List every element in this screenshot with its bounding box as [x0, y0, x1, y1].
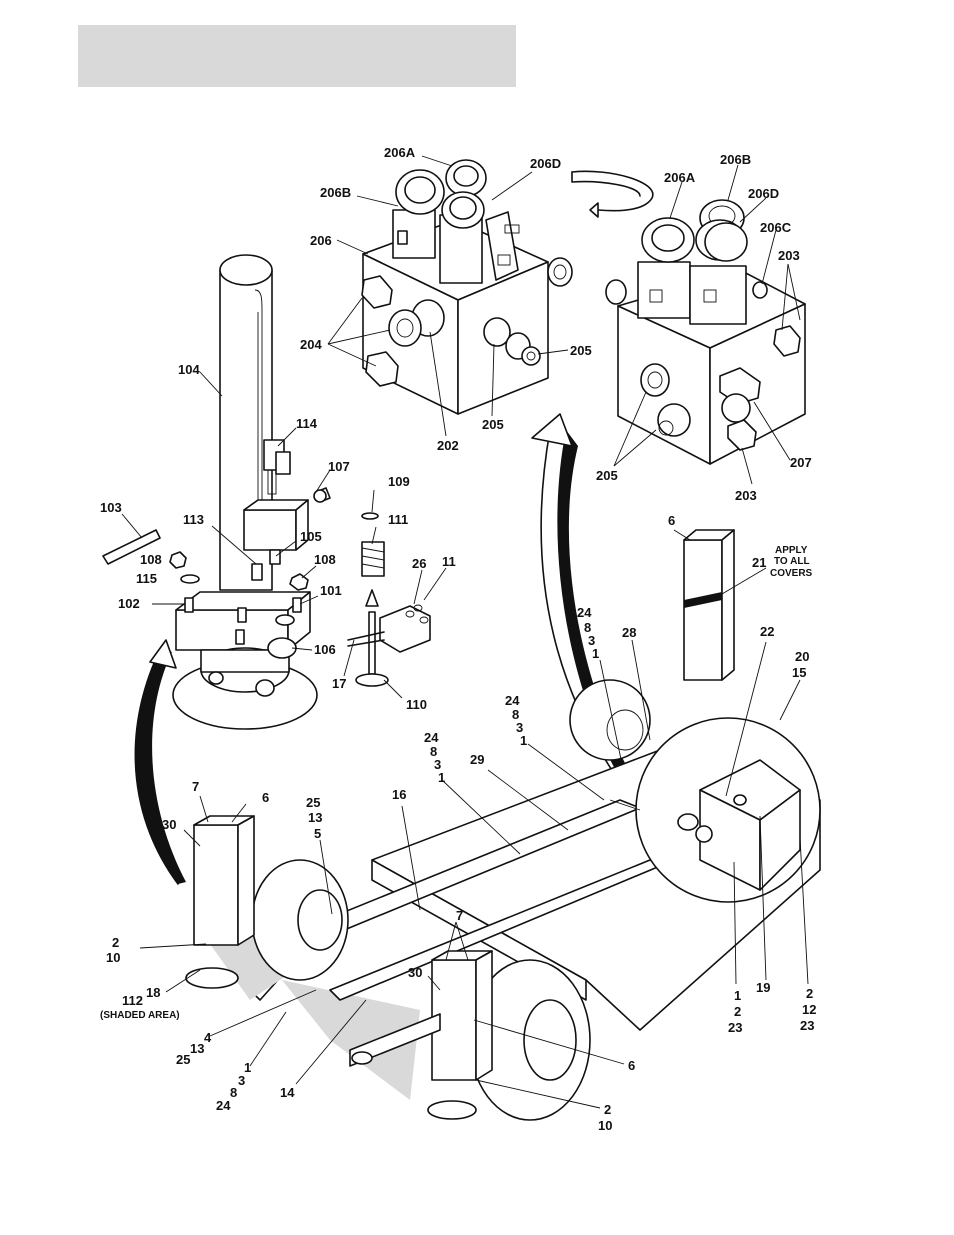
callout-103: 103: [100, 500, 122, 515]
callout-28: 28: [622, 625, 636, 640]
callout-206: 206: [310, 233, 332, 248]
callout-204: 204: [300, 337, 322, 352]
callout-206a-right: 206A: [664, 170, 696, 185]
callout-8-top: 8: [584, 620, 591, 635]
callout-12: 12: [802, 1002, 816, 1017]
callout-110: 110: [406, 697, 427, 712]
callout-8-bottom: 8: [230, 1085, 237, 1100]
callout-112: 112: [122, 993, 143, 1008]
callout-14: 14: [280, 1085, 295, 1100]
callout-13-top: 13: [308, 810, 322, 825]
callout-8-center: 8: [430, 744, 437, 759]
callout-206b-left: 206B: [320, 185, 351, 200]
callout-3-center: 3: [434, 757, 441, 772]
callout-101: 101: [320, 583, 342, 598]
callout-7-center: 7: [456, 908, 463, 923]
callout-2-center: 2: [604, 1102, 611, 1117]
callout-202: 202: [437, 438, 459, 453]
callout-1-mid: 1: [520, 733, 527, 748]
apply-note-line2: TO ALL: [774, 556, 810, 567]
callout-203-bottom: 203: [735, 488, 757, 503]
callout-6-top: 6: [668, 513, 675, 528]
callout-24-top: 24: [577, 605, 592, 620]
valve-block-rear-view: [605, 199, 806, 465]
callout-2-left: 2: [112, 935, 119, 950]
callout-19: 19: [756, 980, 770, 995]
callout-30-left: 30: [162, 817, 176, 832]
callout-205-bottom: 205: [482, 417, 504, 432]
callout-206d-left: 206D: [530, 156, 561, 171]
rotate-arrow: [571, 170, 654, 218]
callout-206d-right: 206D: [748, 186, 779, 201]
title-bar: [78, 25, 516, 87]
callout-11: 11: [442, 554, 456, 569]
callout-207: 207: [790, 455, 812, 470]
callout-102: 102: [118, 596, 140, 611]
callout-108-right: 108: [314, 552, 336, 567]
callout-22: 22: [760, 624, 774, 639]
apply-note-line1: APPLY: [775, 545, 808, 556]
callout-25-bottom: 25: [176, 1052, 190, 1067]
shaded-area-note: (SHADED AREA): [100, 1010, 180, 1021]
callout-1-center: 1: [438, 770, 445, 785]
callout-1-bottom: 1: [244, 1060, 251, 1075]
callout-6-left: 6: [262, 790, 269, 805]
callout-24-center: 24: [424, 730, 439, 745]
callout-16: 16: [392, 787, 406, 802]
callout-111: 111: [388, 512, 408, 527]
callout-10-left: 10: [106, 950, 120, 965]
callout-206c: 206C: [760, 220, 792, 235]
callout-206b-right: 206B: [720, 152, 751, 167]
callout-2-right: 2: [806, 986, 813, 1001]
callout-3-mid: 3: [516, 720, 523, 735]
callout-5: 5: [314, 826, 321, 841]
callout-17: 17: [332, 676, 346, 691]
callout-206a-left: 206A: [384, 145, 416, 160]
small-parts: [275, 489, 431, 687]
callout-2-detail: 2: [734, 1004, 741, 1019]
callout-3-bottom: 3: [238, 1073, 245, 1088]
callout-109: 109: [388, 474, 410, 489]
callout-108-left: 108: [140, 552, 162, 567]
callout-205-rear: 205: [596, 468, 618, 483]
callout-23-detail: 23: [728, 1020, 742, 1035]
callout-114: 114: [296, 416, 318, 431]
callout-1-top: 1: [592, 646, 599, 661]
callout-21: 21: [752, 555, 766, 570]
callout-205-right-face: 205: [570, 343, 592, 358]
callout-104: 104: [178, 362, 200, 377]
callout-25-top: 25: [306, 795, 320, 810]
callout-113: 113: [183, 512, 204, 527]
callout-29: 29: [470, 752, 484, 767]
callout-8-mid: 8: [512, 707, 519, 722]
callout-1-detail: 1: [734, 988, 741, 1003]
callout-6-center: 6: [628, 1058, 635, 1073]
callout-13-bottom: 13: [190, 1041, 204, 1056]
callout-23-right: 23: [800, 1018, 814, 1033]
callout-20: 20: [795, 649, 809, 664]
callout-18: 18: [146, 985, 160, 1000]
callout-30-center: 30: [408, 965, 422, 980]
callout-3-top: 3: [588, 633, 595, 648]
valve-block-front-view: [361, 159, 573, 415]
leader-lines: [121, 155, 809, 1109]
callout-24-bottom: 24: [216, 1098, 231, 1113]
callout-7-left: 7: [192, 779, 199, 794]
callout-10-center: 10: [598, 1118, 612, 1133]
callout-15: 15: [792, 665, 806, 680]
callout-115: 115: [136, 571, 157, 586]
rotator-assembly: [102, 254, 331, 730]
callout-26: 26: [412, 556, 426, 571]
callout-203-top: 203: [778, 248, 800, 263]
detail-view: [609, 717, 821, 903]
callout-107: 107: [328, 459, 350, 474]
callout-105: 105: [300, 529, 322, 544]
apply-note-line3: COVERS: [770, 568, 813, 579]
callout-106: 106: [314, 642, 336, 657]
callout-4: 4: [204, 1030, 212, 1045]
callout-24-mid: 24: [505, 693, 520, 708]
callout-labels: 206A 206D 206B 206 204 202 205 205 206B …: [100, 145, 816, 1133]
